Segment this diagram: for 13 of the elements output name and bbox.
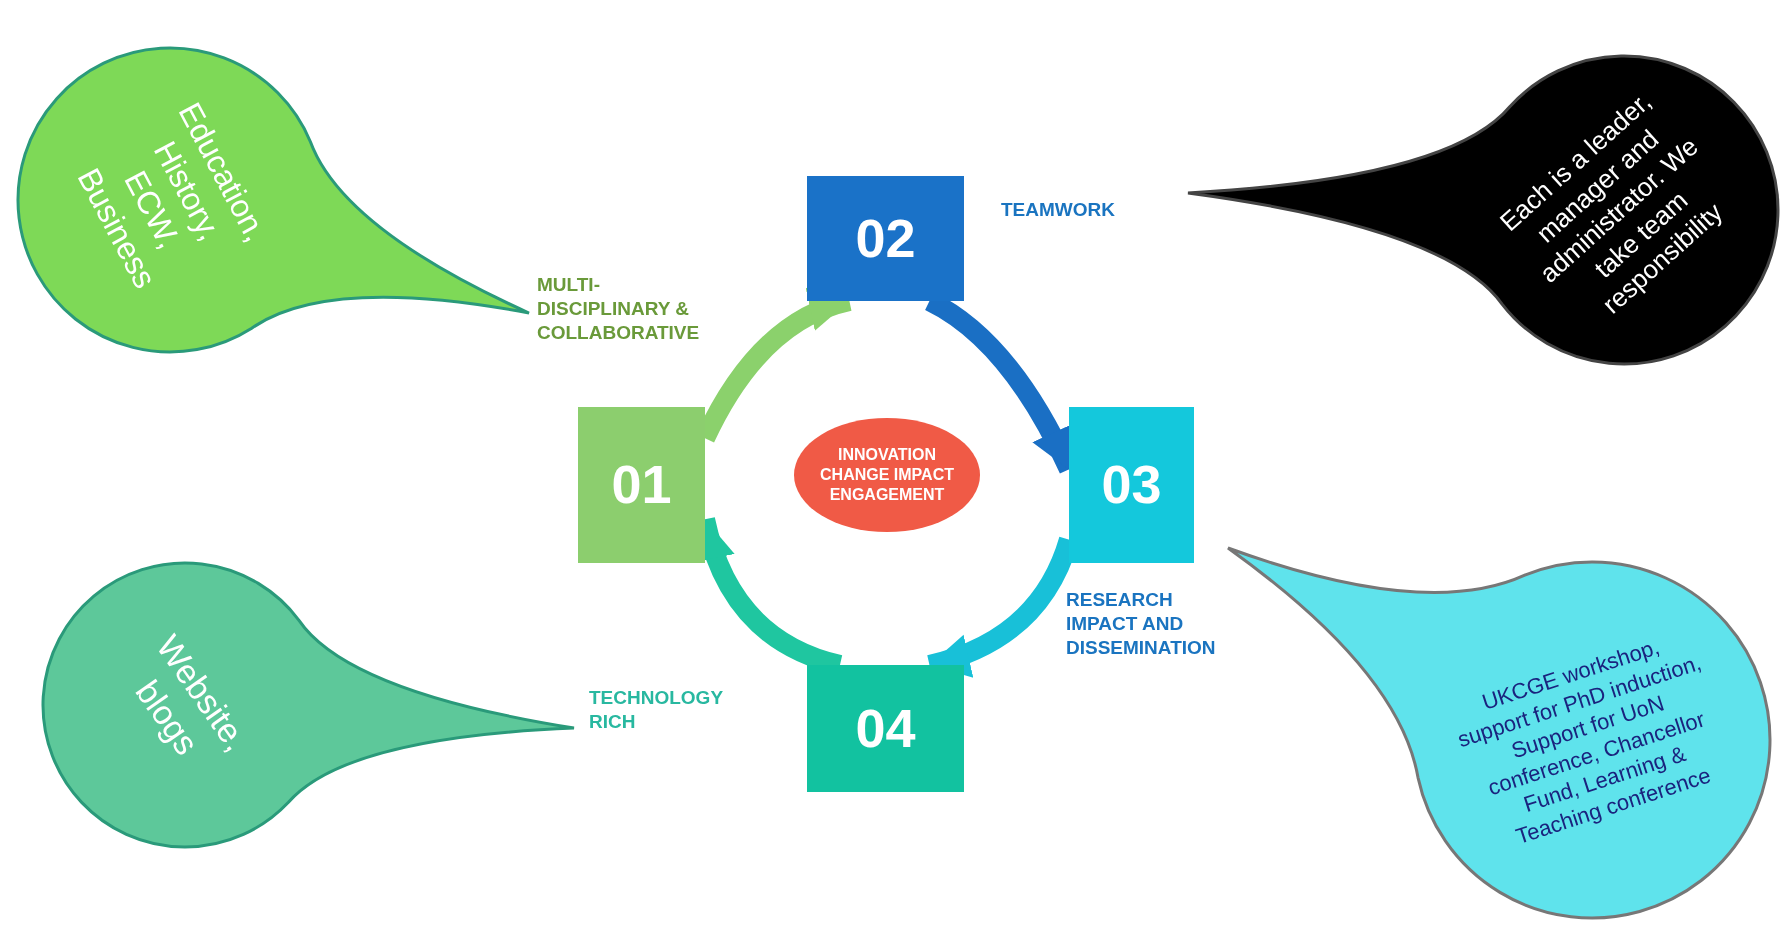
number-tile — [807, 665, 964, 792]
tile-number: 03 — [1101, 453, 1162, 517]
category-label: RESEARCH IMPACT AND DISSEMINATION — [1066, 588, 1217, 660]
tile-number: 02 — [855, 206, 916, 270]
category-label: MULTI- DISCIPLINARY & COLLABORATIVE — [537, 273, 701, 345]
number-tile — [807, 176, 964, 301]
number-tile — [1069, 407, 1194, 563]
tile-number: 01 — [611, 453, 672, 517]
category-label: TEAMWORK — [1001, 198, 1116, 222]
tile-number: 04 — [855, 696, 916, 760]
category-label: TECHNOLOGY RICH — [589, 686, 724, 734]
center-text: INNOVATION CHANGE IMPACT ENGAGEMENT — [819, 445, 955, 505]
number-tile — [578, 407, 705, 563]
